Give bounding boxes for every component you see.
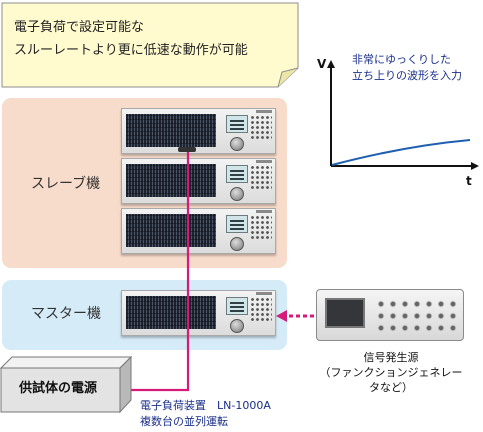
brand-mark <box>256 110 272 113</box>
load-unit-slave-1 <box>121 108 276 154</box>
keypad <box>250 165 272 191</box>
graph-caption-line-2: 立ち上りの波形を入力 <box>352 69 462 82</box>
dial-knob <box>230 237 244 251</box>
terminal <box>178 147 196 152</box>
vent-grille <box>126 296 216 329</box>
load-unit-master <box>121 290 276 336</box>
note-line-1: 電子負荷で設定可能な <box>14 20 145 35</box>
keypad <box>250 215 272 241</box>
keypad <box>250 115 272 141</box>
vent-grille <box>126 214 216 247</box>
generator-detail: （ファンクションジェネレータなど） <box>319 366 463 394</box>
x-axis-label: t <box>466 174 472 188</box>
lcd-display <box>226 297 248 315</box>
note-text: 電子負荷で設定可能な スルーレートより更に低速な動作が可能 <box>14 16 294 62</box>
dial-knob <box>230 137 244 151</box>
power-source-label: 供試体の電源 <box>18 381 97 396</box>
note-box <box>1 2 299 88</box>
y-axis-arrow <box>327 60 335 68</box>
power-source-box <box>0 356 132 414</box>
brand-mark <box>256 210 272 213</box>
signal-arrow-head <box>276 310 287 322</box>
x-axis-arrow <box>471 162 479 170</box>
load-unit-slave-3 <box>121 208 276 254</box>
generator-screen <box>325 298 365 328</box>
slave-label: スレーブ機 <box>31 176 101 192</box>
graph-caption-line-1: 非常にゆっくりした <box>352 53 451 66</box>
signal-generator <box>316 289 464 341</box>
generator-knobs <box>375 298 459 336</box>
brand-mark <box>256 292 272 295</box>
y-axis-label: V <box>317 57 327 71</box>
lcd-display <box>226 215 248 233</box>
generator-name: 信号発生源 <box>363 351 419 364</box>
signal-generator-label: 信号発生源 （ファンクションジェネレータなど） <box>316 350 466 395</box>
slow-rise-waveform <box>331 139 471 166</box>
load-caption-line-1: 電子負荷装置 LN-1000A <box>140 399 271 412</box>
load-caption: 電子負荷装置 LN-1000A 複数台の並列運転 <box>140 398 271 430</box>
master-label: マスター機 <box>31 306 101 322</box>
lcd-display <box>226 115 248 133</box>
dial-knob <box>230 187 244 201</box>
lcd-display <box>226 165 248 183</box>
load-caption-line-2: 複数台の並列運転 <box>140 415 228 428</box>
vent-grille <box>126 164 216 197</box>
keypad <box>250 297 272 323</box>
waveform-graph <box>327 60 479 170</box>
brand-mark <box>256 160 272 163</box>
graph-caption: 非常にゆっくりした 立ち上りの波形を入力 <box>352 52 462 84</box>
load-unit-slave-2 <box>121 158 276 204</box>
load-connection-line <box>118 152 190 392</box>
note-line-2: スルーレートより更に低速な動作が可能 <box>14 43 248 58</box>
vent-grille <box>126 114 216 147</box>
dial-knob <box>230 319 244 333</box>
